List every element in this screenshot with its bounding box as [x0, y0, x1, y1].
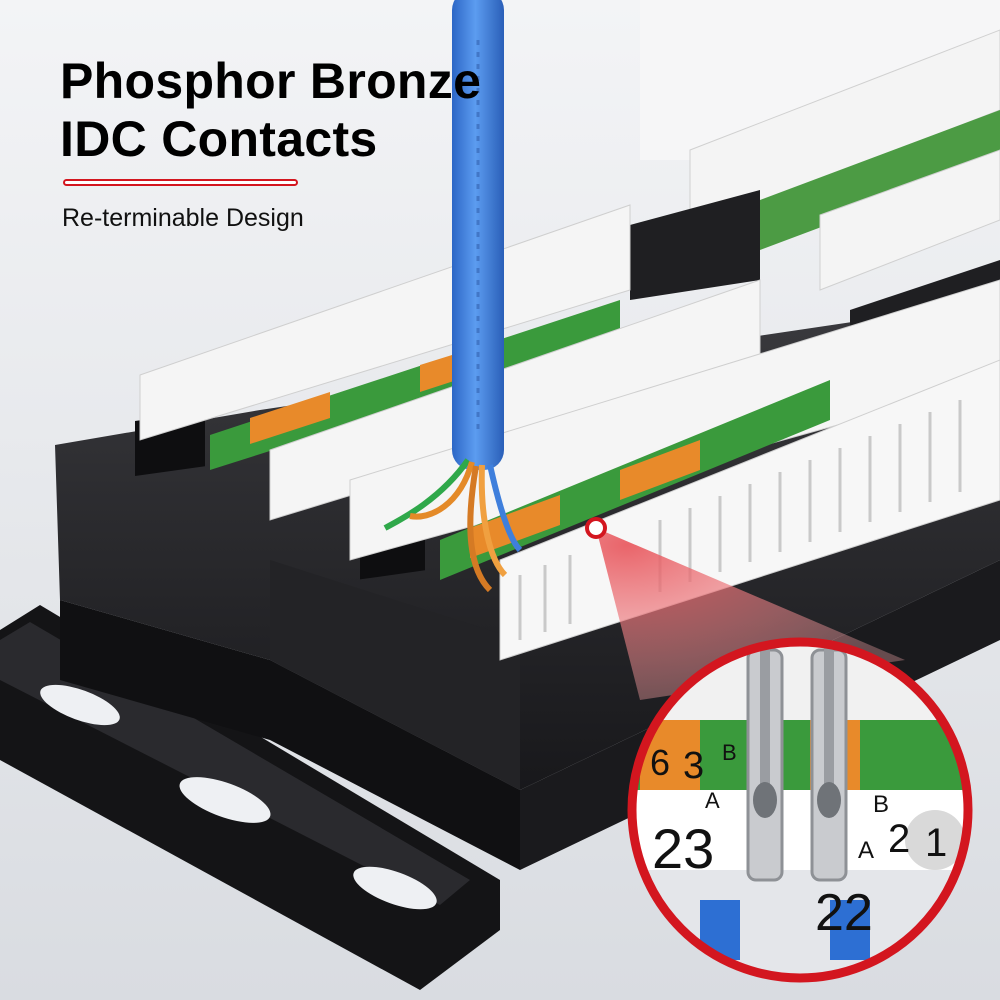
headline-line-2: IDC Contacts	[60, 111, 378, 167]
pair-number: 6	[650, 742, 670, 783]
pair-number: 3	[683, 745, 704, 787]
idc-teeth	[518, 400, 962, 640]
headline-line-1: Phosphor Bronze	[60, 53, 482, 109]
port-number: 22	[815, 884, 873, 942]
pair-letter: A	[858, 837, 874, 864]
pair-number: 1	[925, 821, 947, 865]
rear-modules	[630, 29, 1000, 360]
pair-letter: B	[722, 740, 737, 765]
port-number: 23	[652, 817, 714, 880]
magnifier-labels: 6 3 B A B A 23 22 2 1	[650, 740, 947, 942]
pair-letter: A	[705, 788, 720, 813]
headline-underline	[63, 179, 298, 186]
headline: Phosphor Bronze IDC Contacts	[60, 52, 481, 168]
focus-point-marker	[585, 517, 607, 539]
ethernet-cable	[383, 0, 523, 593]
pair-letter: B	[873, 791, 889, 818]
magnifier-lens	[627, 637, 973, 983]
subtitle: Re-terminable Design	[62, 204, 304, 232]
pair-number: 2	[888, 817, 910, 861]
